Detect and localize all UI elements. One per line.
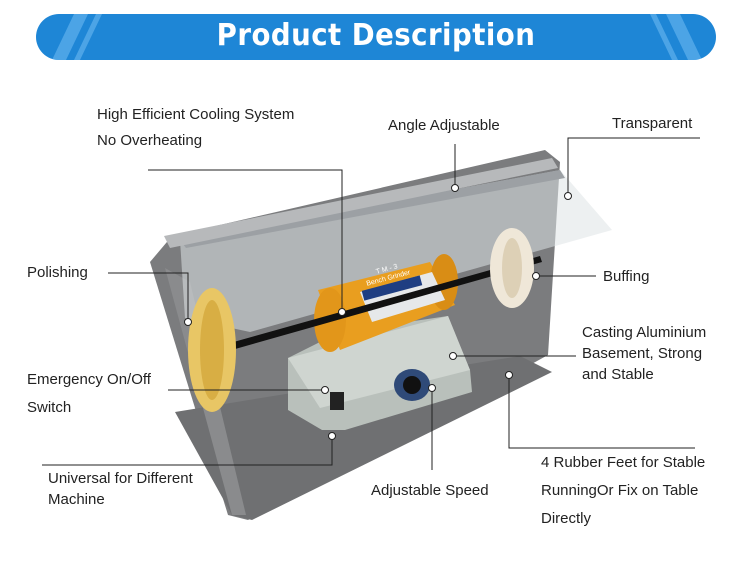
banner-title: Product Description [216, 18, 536, 53]
callout-rubber-line1: 4 Rubber Feet for Stable [541, 454, 706, 471]
callout-emergency-line1: Emergency On/Off [27, 371, 151, 388]
callout-cooling-line1: High Efficient Cooling System [97, 106, 295, 123]
callout-casting-line1: Casting Aluminium [582, 324, 707, 341]
banner-stripes-decoration [52, 14, 702, 60]
callout-rubber-line3: Directly [541, 510, 592, 527]
callout-cooling-line2: No Overheating [97, 132, 203, 149]
callout-universal-line2: Machine [48, 491, 105, 508]
callout-universal-line1: Universal for Different [48, 470, 193, 487]
callout-buffing: Buffing [603, 268, 650, 285]
callout-transparent: Transparent [612, 115, 693, 132]
callout-adjustable-speed: Adjustable Speed [371, 482, 489, 499]
callout-rubber-line2: RunningOr Fix on Table [541, 482, 699, 499]
product-description-banner: Product Description [36, 14, 716, 60]
callout-casting-line2: Basement, Strong [582, 345, 703, 362]
callout-emergency-line2: Switch [27, 399, 72, 416]
callout-casting-line3: and Stable [582, 366, 654, 383]
callout-polishing: Polishing [27, 264, 88, 281]
callout-angle-adjustable: Angle Adjustable [388, 117, 500, 134]
